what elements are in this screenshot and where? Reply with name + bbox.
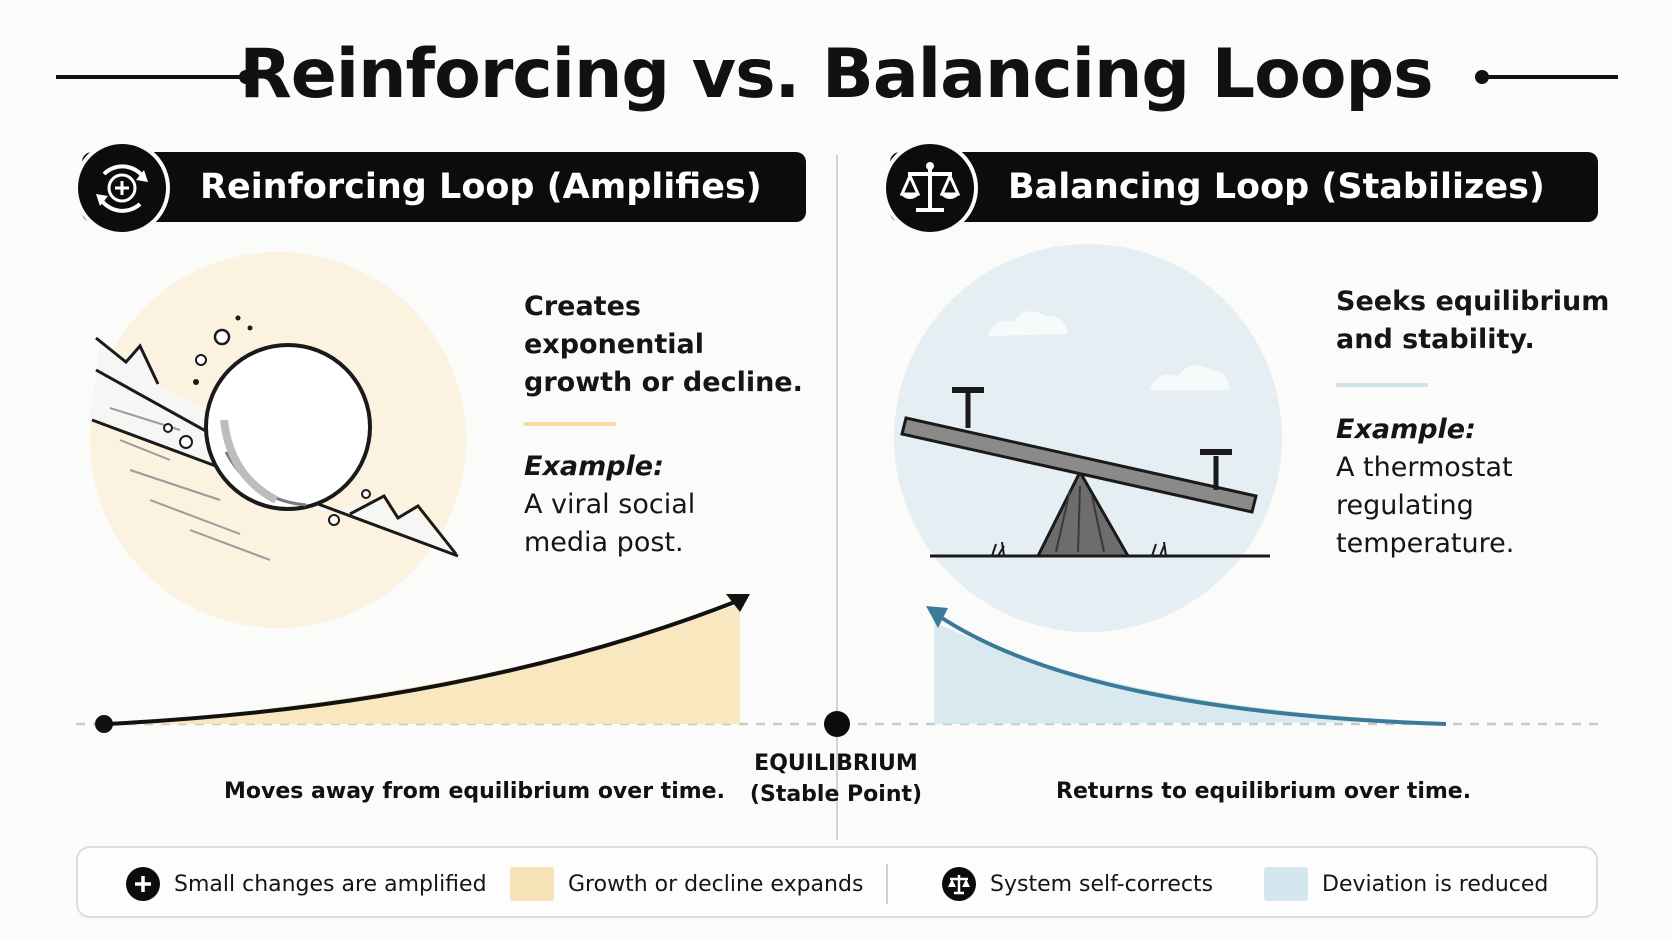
equilibrium-label: EQUILIBRIUM (Stable Point) [742, 748, 930, 810]
reinforcing-loop-icon [74, 140, 170, 236]
balancing-caption: Returns to equilibrium over time. [1056, 779, 1472, 804]
legend-label-expands: Growth or decline expands [568, 871, 864, 897]
deviation-area [934, 622, 1444, 724]
page-title: Reinforcing vs. Balancing Loops [239, 35, 1433, 114]
equilibrium-point [824, 711, 850, 737]
balancing-backdrop [894, 244, 1282, 632]
legend-item-reduced: Deviation is reduced [1264, 848, 1548, 920]
reinforcing-lead: Creates exponential growth or decline. [524, 288, 824, 402]
balancing-lead: Seeks equilibrium and stability. [1336, 283, 1636, 359]
balancing-example-line-1: A thermostat [1336, 452, 1513, 483]
balancing-lead-line-1: Seeks equilibrium [1336, 286, 1610, 317]
reinforcing-lead-line-1: Creates [524, 291, 641, 322]
reinforcing-description: Creates exponential growth or decline. E… [524, 288, 824, 562]
balancing-banner-label: Balancing Loop (Stabilizes) [1008, 167, 1545, 207]
reinforcing-lead-line-3: growth or decline. [524, 367, 803, 398]
balancing-example-line-3: temperature. [1336, 528, 1515, 559]
reinforcing-banner: Reinforcing Loop (Amplifies) [74, 140, 806, 236]
balancing-rule [1336, 383, 1428, 387]
decay-curve [934, 612, 1447, 726]
growth-area [106, 604, 740, 724]
snowball-illustration [88, 315, 459, 561]
legend-divider [886, 864, 888, 904]
decay-arrowhead [926, 606, 948, 628]
growth-swatch [510, 867, 554, 901]
balancing-description: Seeks equilibrium and stability. Example… [1336, 283, 1636, 563]
cloud-right [1150, 365, 1230, 390]
legend-item-expands: Growth or decline expands [510, 848, 863, 920]
plus-icon [126, 867, 160, 901]
scale-icon [882, 140, 978, 236]
growth-start-dot [95, 715, 113, 733]
reinforcing-example-line-2: media post. [524, 527, 684, 558]
equilibrium-label-line-1: EQUILIBRIUM [754, 751, 918, 776]
balancing-banner: Balancing Loop (Stabilizes) [882, 140, 1598, 236]
reinforcing-example-label: Example: [524, 451, 664, 482]
legend-item-amplified: Small changes are amplified [126, 848, 487, 920]
legend: Small changes are amplified Growth or de… [76, 846, 1598, 918]
reinforcing-example-line-1: A viral social [524, 489, 696, 520]
reinforcing-caption: Moves away from equilibrium over time. [224, 779, 725, 804]
reinforcing-rule [524, 422, 616, 426]
cloud-left [988, 311, 1068, 336]
legend-label-amplified: Small changes are amplified [174, 871, 487, 897]
legend-label-reduced: Deviation is reduced [1322, 871, 1549, 897]
reinforcing-lead-line-2: exponential [524, 329, 704, 360]
reinforcing-banner-label: Reinforcing Loop (Amplifies) [200, 167, 762, 207]
legend-item-self-corrects: System self-corrects [942, 848, 1213, 920]
seesaw-illustration [900, 387, 1270, 558]
scale-icon [942, 867, 976, 901]
growth-arrowhead [726, 594, 750, 612]
deviation-swatch [1264, 867, 1308, 901]
balancing-lead-line-2: and stability. [1336, 324, 1535, 355]
equilibrium-label-line-2: (Stable Point) [749, 782, 923, 807]
title-left-dot [239, 70, 253, 84]
balancing-example-label: Example: [1336, 414, 1476, 445]
balancing-example-line-2: regulating [1336, 490, 1474, 521]
title-right-dot [1475, 70, 1489, 84]
legend-label-self-corrects: System self-corrects [990, 871, 1214, 897]
growth-curve [105, 598, 741, 726]
